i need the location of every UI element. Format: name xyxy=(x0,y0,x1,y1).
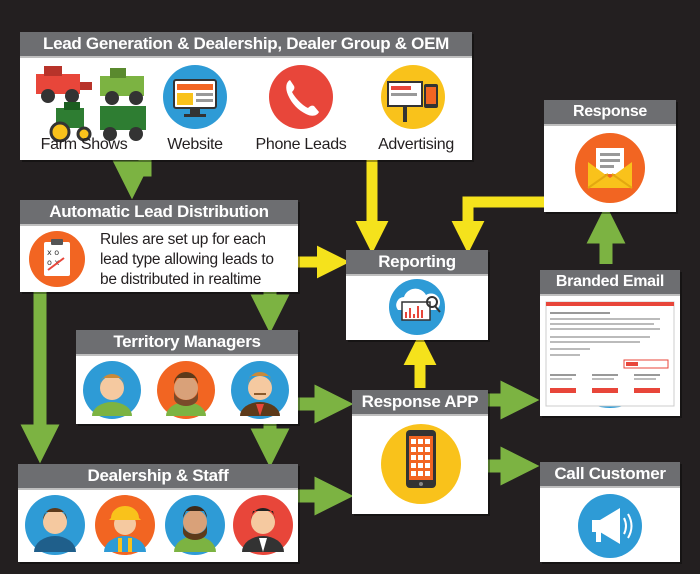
phone-icon xyxy=(269,65,333,129)
reporting-cloud-chart-icon xyxy=(389,279,445,335)
staff-avatar-2-icon xyxy=(95,495,155,555)
distribution-rules-text: Rules are set up for each lead type allo… xyxy=(100,231,274,288)
reporting-panel: Reporting xyxy=(346,250,488,340)
staff-avatar-4-icon xyxy=(233,495,293,555)
branded-email-preview-icon xyxy=(545,301,675,408)
leadgen-item-website: Website xyxy=(167,136,223,153)
megaphone-icon xyxy=(578,494,642,558)
leadgen-item-advertising: Advertising xyxy=(378,136,454,153)
advertising-billboard-icon xyxy=(381,65,445,129)
dealership-staff-panel: Dealership & Staff xyxy=(18,464,298,562)
branded-email-panel: Branded Email xyxy=(540,270,680,416)
farm-equipment-icon xyxy=(36,66,146,142)
staff-avatar-1-icon xyxy=(25,495,85,555)
arrow-opened-to-reporting xyxy=(451,196,552,254)
leadgen-item-farm-shows: Farm Shows xyxy=(40,136,128,153)
call-customer-panel: Call Customer xyxy=(540,462,680,562)
dealership-staff-title: Dealership & Staff xyxy=(18,464,298,488)
website-icon xyxy=(163,65,227,129)
response-opened-panel: Response Opened xyxy=(544,100,676,212)
svg-text:o x: o x xyxy=(47,258,59,267)
response-app-panel: Response APP xyxy=(352,390,488,514)
mobile-app-icon xyxy=(381,424,461,504)
territory-managers-title: Territory Managers xyxy=(76,330,298,354)
envelope-open-icon xyxy=(575,133,645,203)
distribution-panel: Automatic Lead Distribution x o o x Rule… xyxy=(20,200,298,292)
manager-avatar-1-icon xyxy=(83,361,141,419)
leadgen-item-phone-leads: Phone Leads xyxy=(255,136,347,153)
territory-managers-panel: Territory Managers xyxy=(76,330,298,424)
staff-avatar-3-icon xyxy=(165,495,225,555)
manager-avatar-3-icon xyxy=(231,361,289,419)
svg-text:x o: x o xyxy=(47,248,59,257)
clipboard-plan-icon: x o o x xyxy=(29,231,85,287)
branded-email-title: Branded Email xyxy=(540,270,680,294)
lead-generation-title: Lead Generation & Dealership, Dealer Gro… xyxy=(20,32,472,56)
response-opened-title: Response Opened xyxy=(544,100,676,144)
reporting-title: Reporting xyxy=(346,250,488,274)
call-customer-title: Call Customer xyxy=(540,462,680,486)
lead-generation-panel: Lead Generation & Dealership, Dealer Gro… xyxy=(20,32,472,160)
manager-avatar-2-icon xyxy=(157,361,215,419)
distribution-title: Automatic Lead Distribution xyxy=(20,200,298,224)
response-app-title: Response APP xyxy=(352,390,488,414)
